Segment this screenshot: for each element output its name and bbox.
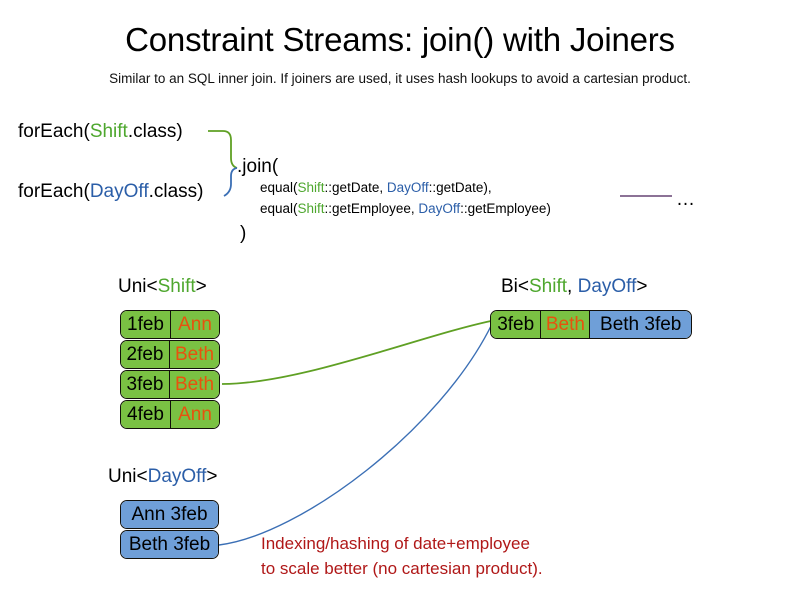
bi-label-type-a: Shift	[529, 276, 568, 297]
foreach-shift-prefix: forEach(	[18, 121, 90, 142]
shift-date-cell: 2feb	[121, 341, 169, 368]
annotation-line-1: Indexing/hashing of date+employee	[261, 534, 530, 553]
shift-date-cell: 1feb	[121, 311, 170, 338]
join-open-statement: .join(	[237, 156, 279, 177]
uni-dayoff-row-1: Beth 3feb	[120, 530, 219, 559]
uni-dayoff-label: Uni<DayOff>	[108, 465, 218, 489]
dayoff-cell: Ann 3feb	[121, 501, 218, 528]
annotation-line-2: to scale better (no cartesian product).	[261, 559, 543, 578]
bi-label-prefix: Bi<	[501, 276, 529, 297]
foreach-shift-type: Shift	[89, 121, 128, 142]
bi-dayoff-cell: Beth 3feb	[589, 311, 691, 338]
shift-employee-cell: Beth	[169, 371, 219, 398]
foreach-dayoff-statement: forEach(DayOff.class)	[18, 180, 204, 204]
uni-shift-row-0: 1feb Ann	[120, 310, 220, 339]
joiner-date-right-method: ::getDate),	[428, 180, 492, 195]
joiner-date-prefix: equal(	[260, 180, 298, 195]
joiner-date-right-type: DayOff	[386, 180, 429, 195]
foreach-dayoff-suffix: .class)	[148, 181, 204, 202]
bi-shift-employee-cell: Beth	[540, 311, 590, 338]
joiner-employee-right-type: DayOff	[418, 201, 461, 216]
uni-shift-label-prefix: Uni<	[118, 276, 158, 297]
join-close-statement: )	[240, 223, 247, 244]
uni-shift-row-1: 2feb Beth	[120, 340, 220, 369]
joiner-date-statement: equal(Shift::getDate, DayOff::getDate),	[260, 178, 492, 198]
joiner-employee-statement: equal(Shift::getEmployee, DayOff::getEmp…	[260, 199, 551, 219]
dayoff-cell: Beth 3feb	[121, 531, 218, 558]
uni-dayoff-row-0: Ann 3feb	[120, 500, 219, 529]
bi-stream-label: Bi<Shift, DayOff>	[501, 275, 647, 299]
joiner-employee-left-method: ::getEmployee,	[324, 201, 419, 216]
ellipsis-label: …	[676, 189, 695, 210]
uni-shift-label-type: Shift	[157, 276, 196, 297]
shift-employee-cell: Ann	[169, 401, 219, 428]
bi-label-suffix: >	[636, 276, 648, 297]
joiner-employee-left-type: Shift	[297, 201, 325, 216]
uni-shift-row-3: 4feb Ann	[120, 400, 220, 429]
page-subtitle: Similar to an SQL inner join. If joiners…	[109, 71, 691, 86]
foreach-dayoff-type: DayOff	[89, 181, 149, 202]
uni-dayoff-label-suffix: >	[206, 466, 218, 487]
page-title: Constraint Streams: join() with Joiners	[125, 21, 675, 58]
joiner-date-left-method: ::getDate,	[324, 180, 387, 195]
shift-date-cell: 4feb	[121, 401, 170, 428]
shift-employee-cell: Ann	[169, 311, 219, 338]
uni-shift-label-suffix: >	[195, 276, 207, 297]
uni-dayoff-label-type: DayOff	[147, 466, 207, 487]
joiner-employee-right-method: ::getEmployee)	[460, 201, 551, 216]
bi-shift-date-cell: 3feb	[491, 311, 541, 338]
uni-shift-label: Uni<Shift>	[118, 275, 207, 299]
foreach-shift-suffix: .class)	[127, 121, 183, 142]
joiner-employee-prefix: equal(	[260, 201, 298, 216]
bi-label-type-b: DayOff	[577, 276, 637, 297]
foreach-dayoff-prefix: forEach(	[18, 181, 90, 202]
shift-employee-cell: Beth	[169, 341, 219, 368]
uni-dayoff-label-prefix: Uni<	[108, 466, 148, 487]
joiner-date-left-type: Shift	[297, 180, 325, 195]
foreach-shift-statement: forEach(Shift.class)	[18, 120, 183, 144]
uni-shift-row-2: 3feb Beth	[120, 370, 220, 399]
bi-tuple-row: 3feb Beth Beth 3feb	[490, 310, 692, 339]
bi-label-separator: ,	[567, 276, 578, 297]
shift-date-cell: 3feb	[121, 371, 169, 398]
